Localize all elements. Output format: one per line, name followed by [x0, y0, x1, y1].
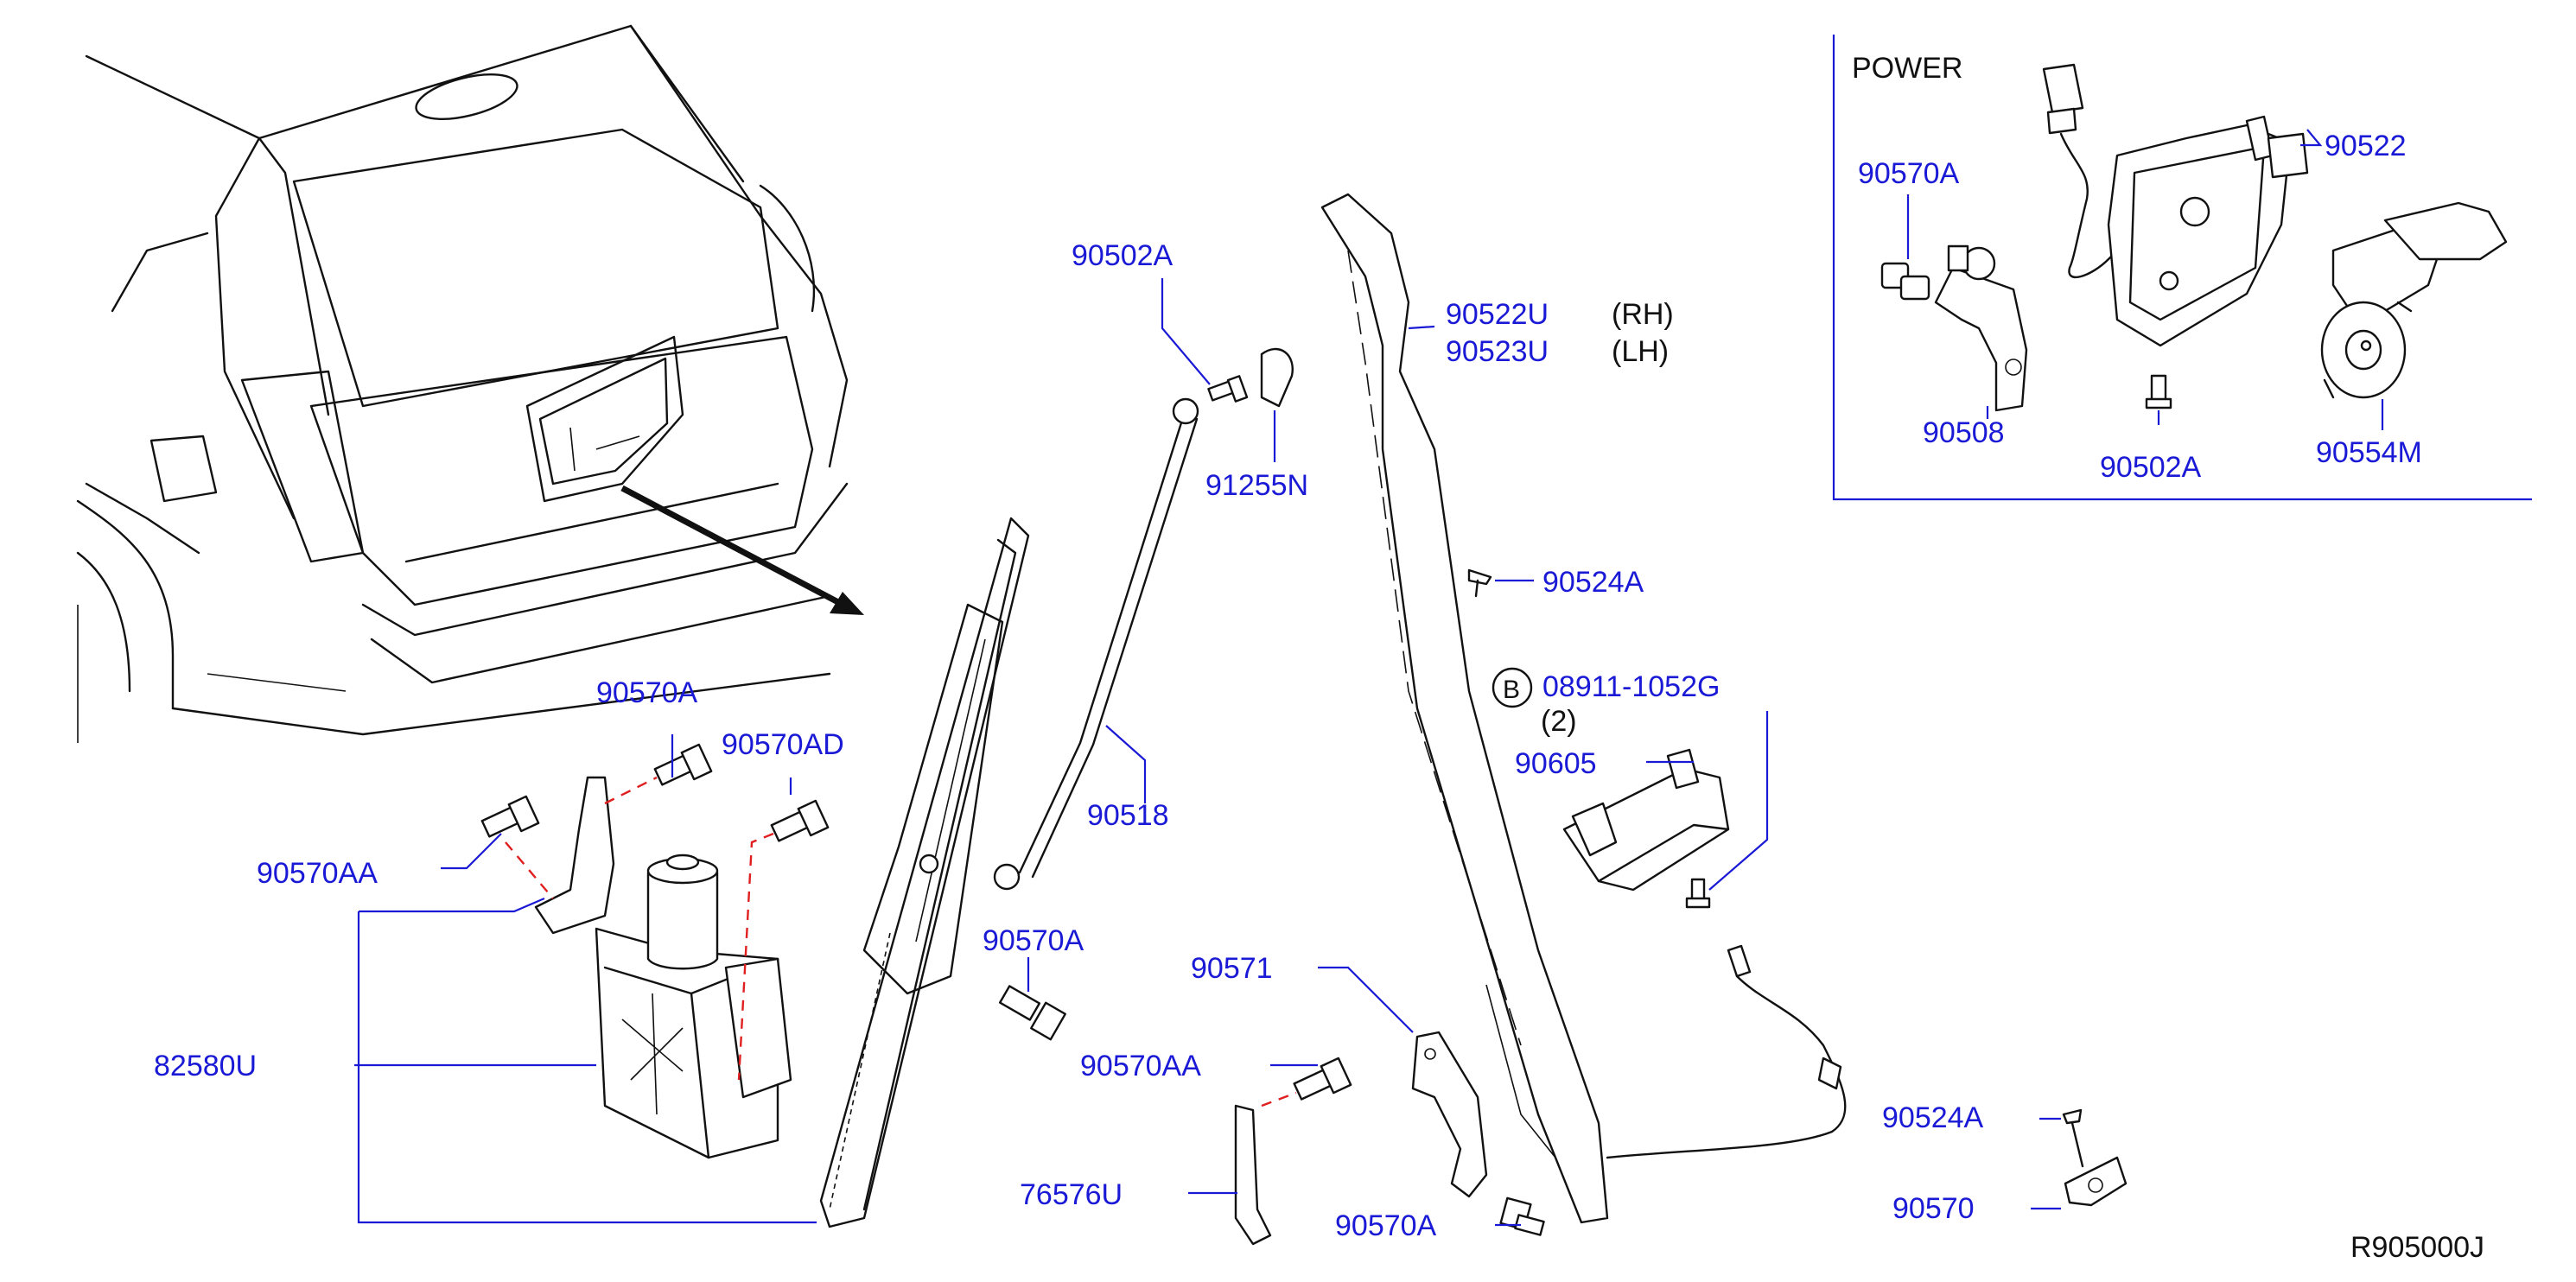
- label-90570A: 90570A: [1858, 157, 1960, 190]
- label-90522: 90522: [2325, 130, 2407, 162]
- bolt-icon: [770, 799, 830, 842]
- label-90502A: 90502A: [1072, 239, 1174, 272]
- weatherstrip-90522U: [1320, 193, 1847, 1224]
- label-90502A: 90502A: [2100, 451, 2202, 484]
- label-91255N: 91255N: [1205, 469, 1308, 502]
- label-90570A: 90570A: [596, 676, 698, 709]
- label-lh: (LH): [1612, 335, 1669, 368]
- bolt-icon: [1499, 1196, 1545, 1236]
- power-inset-box: [1832, 35, 2532, 501]
- bolt-icon: [998, 985, 1066, 1041]
- screw-icon: [1685, 878, 1711, 909]
- label-08911-1052G: 08911-1052G: [1542, 670, 1720, 703]
- label-90570AA: 90570AA: [1080, 1050, 1201, 1082]
- label-90554M: 90554M: [2316, 436, 2422, 469]
- label-90570A: 90570A: [1335, 1209, 1437, 1242]
- rod-90518: [993, 397, 1199, 891]
- bolt-icon: [653, 743, 713, 786]
- bolt-icon: [1880, 262, 1930, 301]
- bolt-icon: [480, 795, 540, 838]
- label-90524A: 90524A: [1542, 566, 1644, 599]
- bracket-90571: [1411, 1031, 1488, 1198]
- label-82580U: 82580U: [154, 1050, 257, 1082]
- vehicle-rear-illustration: [76, 24, 864, 743]
- svg-text:B: B: [1503, 676, 1520, 704]
- motor-assembly-82580U: [480, 743, 830, 1159]
- label-76576U: 76576U: [1020, 1178, 1123, 1211]
- label-90570A: 90570A: [983, 924, 1084, 957]
- circle-b-icon: B: [1492, 667, 1533, 708]
- label-90605: 90605: [1515, 747, 1597, 780]
- label-90508: 90508: [1923, 416, 2005, 449]
- label-90518: 90518: [1087, 799, 1169, 832]
- label-90570AA: 90570AA: [257, 857, 378, 890]
- label-90570AD: 90570AD: [722, 728, 844, 761]
- bracket-90570: [2062, 1108, 2128, 1207]
- inset-title: POWER: [1852, 52, 1962, 85]
- label-90570: 90570: [1892, 1192, 1975, 1225]
- label-90571: 90571: [1191, 952, 1273, 985]
- label-90523U: 90523U: [1446, 335, 1549, 368]
- handle-90605: [1562, 748, 1730, 892]
- label-90522U: 90522U: [1446, 298, 1549, 331]
- clip-91255N: [1260, 348, 1294, 408]
- bolt-icon: [1293, 1057, 1352, 1101]
- bracket-76576U: [1234, 1104, 1272, 1246]
- label-qty-2: (2): [1541, 705, 1577, 738]
- clip-90524A: [1467, 568, 1492, 598]
- stud-90502A: [1207, 375, 1249, 403]
- label-90524A: 90524A: [1882, 1101, 1984, 1134]
- reference-code: R905000J: [2350, 1231, 2484, 1264]
- leader-lines: [354, 278, 2061, 1227]
- label-rh: (RH): [1612, 298, 1674, 331]
- rack-rail: [819, 517, 1030, 1228]
